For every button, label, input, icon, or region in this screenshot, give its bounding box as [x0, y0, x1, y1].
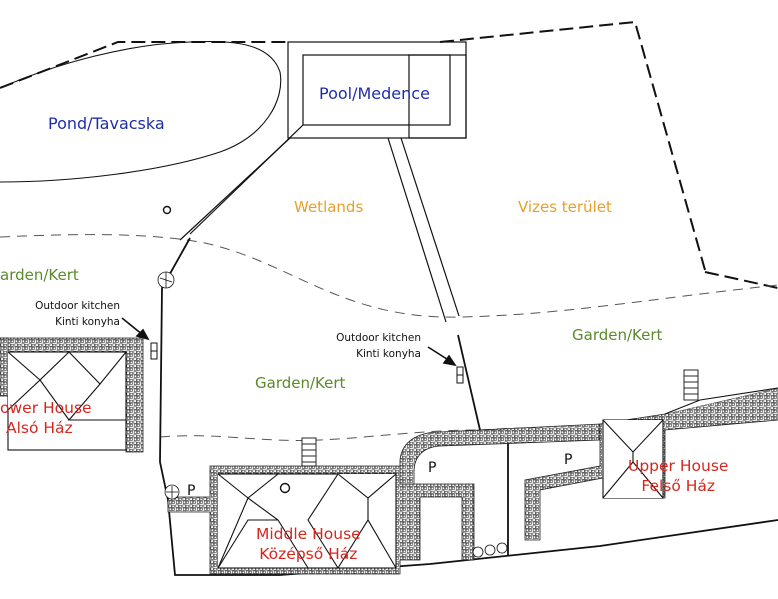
kitchen-center-label: Outdoor kitchen Kinti konyha — [336, 330, 421, 363]
parking-1-label: P — [187, 483, 196, 499]
lower-house-line1: ower House — [0, 399, 92, 417]
parking-2-label: P — [428, 460, 437, 476]
parking-3-label: P — [564, 452, 573, 468]
wetlands-hu-label: Vizes terület — [518, 198, 612, 216]
wetlands-label: Wetlands — [294, 198, 364, 216]
markers — [162, 205, 291, 494]
pond-outline — [0, 40, 282, 183]
kitchen-arrows — [121, 317, 457, 367]
property-boundary — [0, 20, 778, 289]
pool-label: Pool/Medence — [319, 84, 430, 103]
garden-left-label: arden/Kert — [0, 266, 79, 284]
garden-right-label: Garden/Kert — [572, 326, 663, 344]
houses — [7, 351, 778, 570]
kitchen-counters — [150, 342, 464, 384]
middle-house-line2: Középső Ház — [259, 545, 358, 564]
upper-house-label: Upper House Felső Ház — [628, 456, 728, 496]
plants — [157, 271, 508, 558]
kitchen-left-line1: Outdoor kitchen — [35, 300, 120, 312]
lower-house-label: ower House Alsó Ház — [0, 398, 92, 438]
middle-house-line1: Middle House — [256, 525, 361, 543]
upper-house-line2: Felső Ház — [641, 477, 716, 496]
kitchen-center-line2: Kinti konyha — [356, 348, 421, 361]
pond-label: Pond/Tavacska — [48, 114, 165, 133]
pool — [287, 41, 467, 139]
garden-center-label: Garden/Kert — [255, 374, 346, 392]
upper-house-line1: Upper House — [628, 457, 729, 475]
middle-house-label: Middle House Középső Ház — [256, 524, 361, 564]
kitchen-left-line2: Kinti konyha — [55, 316, 120, 329]
steps — [301, 369, 699, 467]
kitchen-left-label: Outdoor kitchen Kinti konyha — [35, 298, 120, 331]
lower-house-line2: Alsó Ház — [6, 419, 73, 438]
kitchen-center-line1: Outdoor kitchen — [336, 332, 421, 344]
garden-paths — [179, 124, 460, 323]
